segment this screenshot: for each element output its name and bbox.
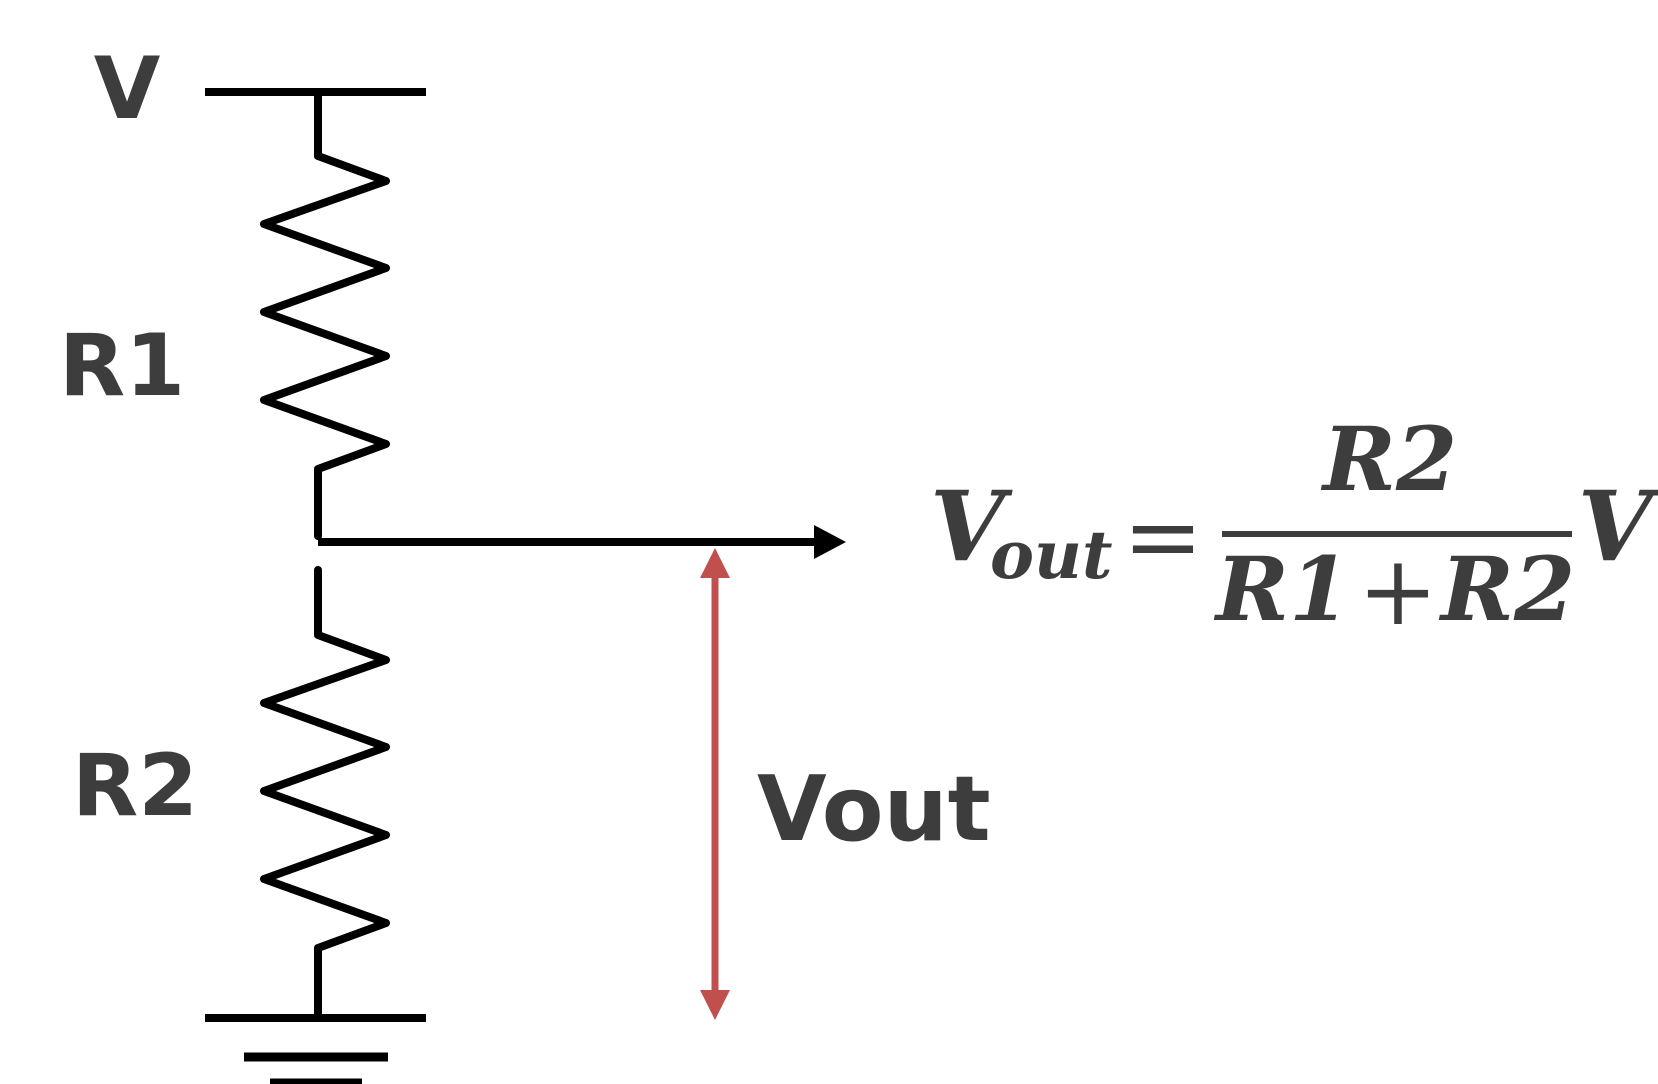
r1-label: R1 <box>59 316 185 416</box>
output-arrowhead <box>814 525 846 559</box>
resistor-r1 <box>260 88 390 540</box>
formula-denominator-r1: R1 <box>1213 537 1350 641</box>
vout-label: Vout <box>757 757 991 862</box>
vout-arrowhead-top <box>700 548 730 578</box>
formula-lhs-subscript: out <box>990 516 1113 594</box>
formula-equals: = <box>1123 481 1203 593</box>
formula-denominator-plus: + <box>1358 535 1438 647</box>
formula-denominator-r2: R2 <box>1438 537 1575 641</box>
r2-label: R2 <box>72 736 198 836</box>
formula-rhs-v: V <box>1578 470 1658 583</box>
vout-arrowhead-bottom <box>700 990 730 1020</box>
formula-numerator: R2 <box>1320 407 1457 511</box>
resistor-r2 <box>260 566 390 1022</box>
supply-label: V <box>94 39 161 139</box>
voltage-divider-formula: V out = R2 R1 + R2 V <box>930 407 1658 647</box>
formula-lhs-v: V <box>930 470 1013 583</box>
